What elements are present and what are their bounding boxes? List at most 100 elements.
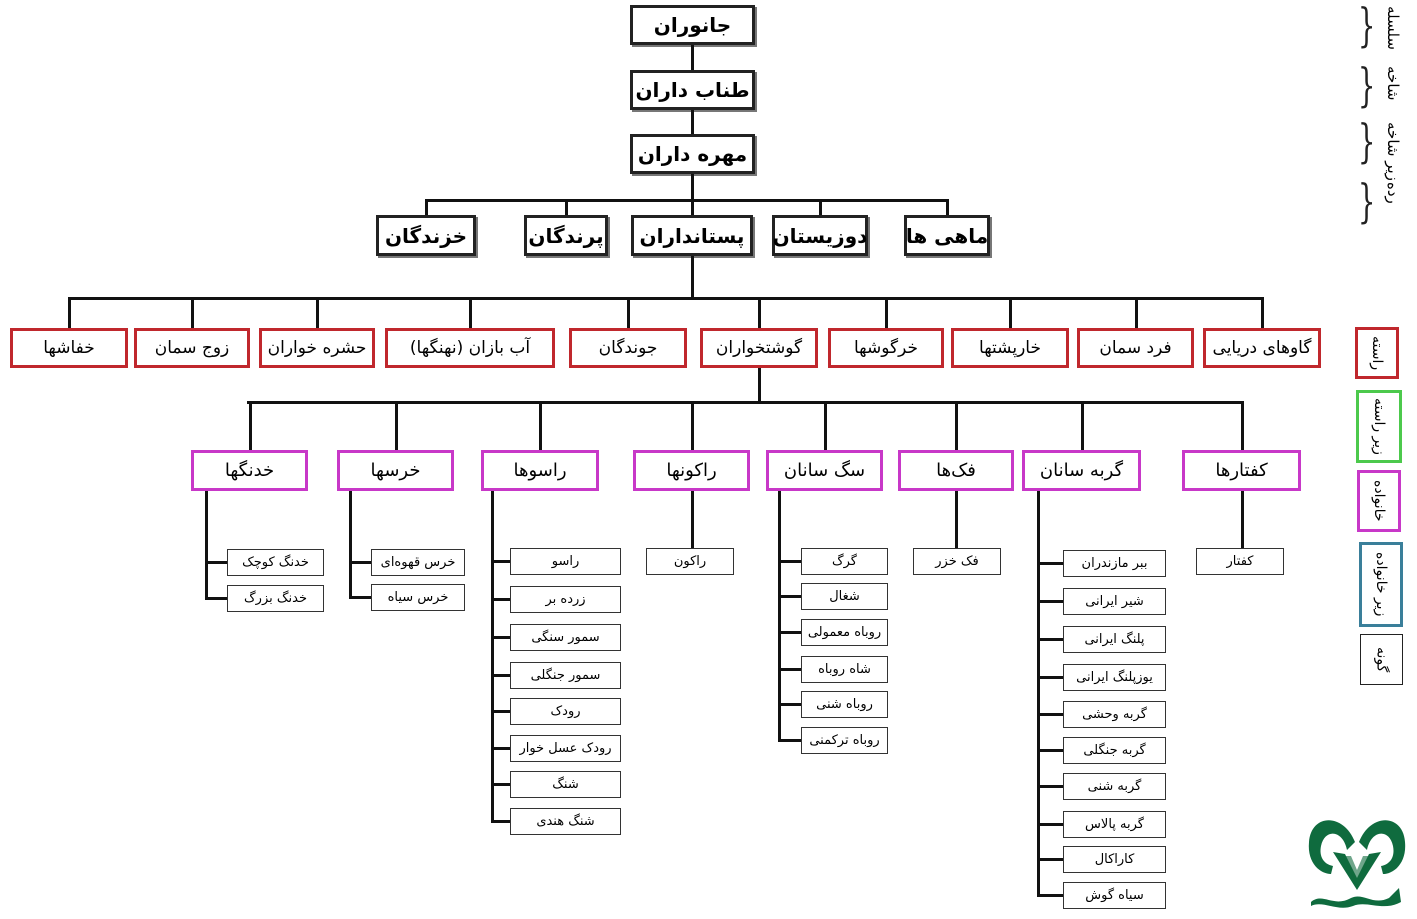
connector-line <box>758 368 761 402</box>
connector-line <box>778 631 801 634</box>
legend-label: زیر راسته <box>1371 398 1387 455</box>
species-node: روباه ترکمنی <box>801 727 888 754</box>
family-node: خرسها <box>337 450 454 491</box>
species-node: سمور سنگی <box>510 624 621 651</box>
order-node: گوشتخواران <box>700 328 818 368</box>
species-node: شغال <box>801 583 888 610</box>
kingdom-node: جانوران <box>630 5 755 45</box>
order-node: خرگوشها <box>828 328 944 368</box>
species-node: سیاه گوش <box>1063 882 1166 909</box>
connector-line <box>1037 713 1063 716</box>
species-node: شیر ایرانی <box>1063 588 1166 615</box>
species-node: شنگ <box>510 771 621 798</box>
connector-line <box>1037 600 1063 603</box>
connector-line <box>823 401 827 450</box>
connector-line <box>1037 676 1063 679</box>
connector-line <box>758 297 761 328</box>
species-node: خدنگ بزرگ <box>227 585 324 612</box>
brace-icon: } <box>1357 114 1376 168</box>
species-node: خرس سیاه <box>371 584 465 611</box>
species-node: پلنگ ایرانی <box>1063 626 1166 653</box>
connector-line <box>491 674 510 677</box>
connector-line <box>955 401 958 450</box>
connector-line <box>691 256 694 298</box>
legend-label: زیر خانواده <box>1373 552 1389 617</box>
connector-line <box>491 560 510 563</box>
connector-line <box>1037 638 1063 641</box>
logo <box>1308 820 1406 908</box>
species-node: یوزپلنگ ایرانی <box>1063 664 1166 691</box>
family-node: راکونها <box>633 450 750 491</box>
legend-rank-label: زیر شاخه <box>1384 122 1402 181</box>
connector-line <box>1037 785 1063 788</box>
connector-line <box>491 598 510 601</box>
legend-box: راسته <box>1355 327 1399 379</box>
species-node: شاه روباه <box>801 656 888 683</box>
connector-line <box>1134 297 1138 328</box>
family-node: کفتارها <box>1182 450 1301 491</box>
connector-line <box>469 297 472 328</box>
connector-line <box>778 595 801 598</box>
connector-line <box>819 199 822 215</box>
legend-label: گونه <box>1373 646 1390 673</box>
species-node: فک خزر <box>913 548 1001 575</box>
class-node: پرندگان <box>524 215 608 256</box>
legend-rank-label: سلسله <box>1384 6 1402 50</box>
connector-line <box>491 491 494 823</box>
connector-line <box>491 710 510 713</box>
species-node: سمور جنگلی <box>510 662 621 689</box>
connector-line <box>425 199 946 202</box>
connector-line <box>778 703 801 706</box>
connector-line <box>946 199 949 215</box>
family-node: گربه سانان <box>1022 450 1141 491</box>
legend-rank-label: شاخه <box>1384 66 1402 101</box>
class-node: دوزیستان <box>772 215 868 256</box>
family-node: راسوها <box>481 450 599 491</box>
connector-line <box>691 45 694 70</box>
connector-line <box>1261 297 1264 328</box>
species-node: گربه جنگلی <box>1063 737 1166 764</box>
connector-line <box>778 668 801 671</box>
connector-line <box>247 401 1241 404</box>
connector-line <box>1037 749 1063 752</box>
order-node: آب بازان (نهنگها) <box>385 328 555 368</box>
class-node: ماهی ها <box>904 215 990 256</box>
species-node: گرگ <box>801 548 888 575</box>
order-node: حشره خواران <box>259 328 375 368</box>
order-node: خارپشتها <box>951 328 1069 368</box>
brace-icon: } <box>1357 174 1376 228</box>
legend-box: خانواده <box>1357 470 1401 532</box>
connector-line <box>885 297 888 328</box>
order-node: زوج سمان <box>134 328 250 368</box>
order-node: گاوهای دریایی <box>1203 328 1321 368</box>
legend-label: خانواده <box>1371 480 1387 522</box>
connector-line <box>1037 894 1063 897</box>
species-node: روباه شنی <box>801 691 888 718</box>
legend-box: زیر خانواده <box>1359 542 1403 627</box>
species-node: خرس قهوه‌ای <box>371 549 465 576</box>
species-node: گربه پالاس <box>1063 811 1166 838</box>
order-node: خفاشها <box>10 328 128 368</box>
class-node: خزندگان <box>376 215 476 256</box>
connector-line <box>491 636 510 639</box>
connector-line <box>425 199 428 215</box>
connector-line <box>778 560 801 563</box>
species-node: راسو <box>510 548 621 575</box>
species-node: گربه شنی <box>1063 773 1166 800</box>
connector-line <box>491 783 510 786</box>
connector-line <box>491 747 510 750</box>
connector-line <box>691 110 694 134</box>
family-node: خدنگها <box>191 450 308 491</box>
species-node: راکون <box>646 548 734 575</box>
connector-line <box>349 561 371 564</box>
species-node: رودک <box>510 698 621 725</box>
connector-line <box>1037 823 1063 826</box>
connector-line <box>205 597 227 600</box>
connector-line <box>68 297 71 328</box>
species-node: رودک عسل خوار <box>510 735 621 762</box>
connector-line <box>691 174 694 200</box>
connector-line <box>627 297 630 328</box>
legend-rank-label: رده <box>1384 182 1402 204</box>
connector-line <box>191 297 194 328</box>
species-node: کاراکال <box>1063 846 1166 873</box>
